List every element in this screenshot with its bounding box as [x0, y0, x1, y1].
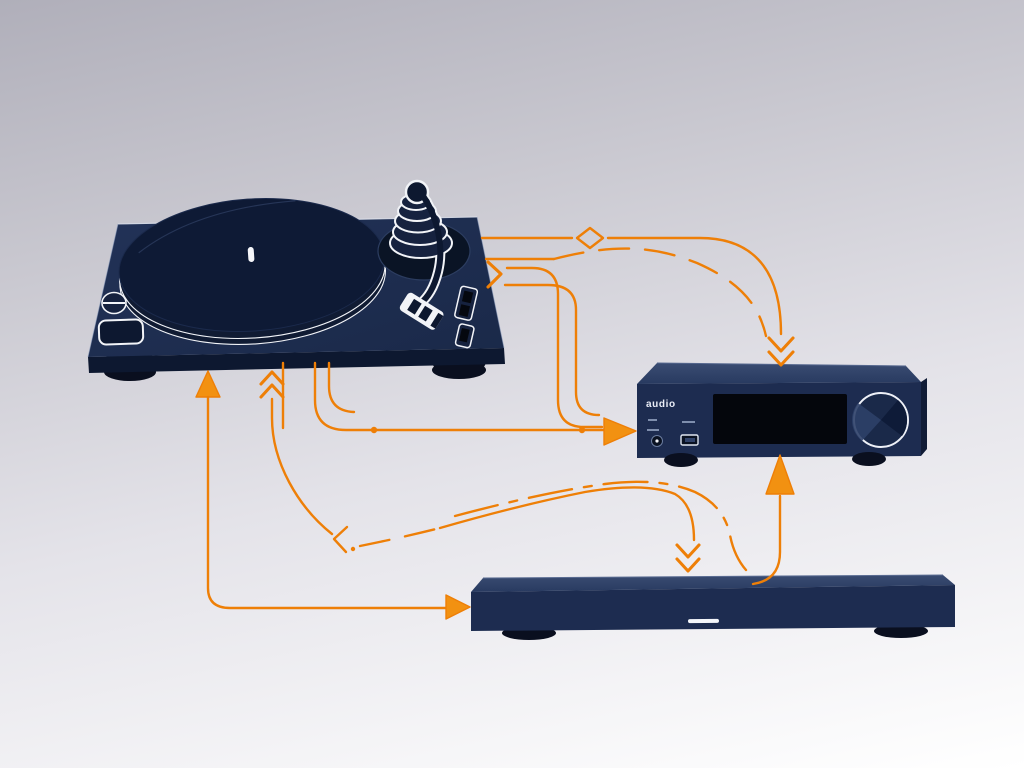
receiver-right-side — [921, 378, 927, 456]
power-button-dot — [655, 439, 659, 443]
turntable-right-foot-base — [432, 361, 486, 379]
signal-line-i-sweep — [438, 486, 696, 542]
receiver-right-foot — [852, 452, 886, 466]
signal-line-i-dash — [358, 526, 442, 548]
soundbar-top-face — [471, 575, 955, 592]
chevron-left-icon — [332, 525, 349, 554]
diamond-node — [575, 226, 605, 250]
receiver-brand-label: audio — [646, 399, 676, 410]
volume-knob-shadow — [881, 400, 908, 436]
start-stop-button — [97, 318, 145, 346]
headshell-tip — [430, 312, 444, 329]
chevron-down-icon — [675, 543, 701, 559]
headshell-slot-1 — [407, 298, 422, 315]
signal-line-c — [505, 266, 604, 429]
arrow-up-into-turntable — [195, 370, 221, 398]
signal-line-b-dashed-curve — [552, 247, 768, 338]
turntable-switches-right — [454, 285, 479, 349]
receiver-top-face — [637, 363, 921, 384]
signal-line-j — [751, 494, 782, 586]
soundbar-front-face — [471, 585, 955, 631]
chevron-down-icon — [675, 557, 701, 573]
chevron-right-icon — [486, 260, 503, 289]
tonearm-tube — [417, 193, 444, 307]
signal-line-h — [206, 395, 448, 610]
chevron-up-icon — [259, 383, 285, 399]
signal-line-d — [503, 283, 601, 417]
soundbar-status-light — [688, 618, 719, 624]
platter-group — [118, 198, 387, 346]
arrow-up-into-receiver — [765, 454, 795, 495]
soundbar-illustration — [471, 574, 955, 640]
pitch-switch-slot-1 — [461, 290, 474, 304]
receiver-left-foot — [664, 453, 698, 467]
line-node-dot — [370, 426, 378, 434]
platter-spindle — [247, 247, 255, 263]
display-panel — [713, 394, 847, 444]
signal-line-a-curve — [606, 236, 783, 336]
turntable-plinth-front-face — [88, 348, 505, 373]
line-node-dot — [350, 546, 356, 552]
tonearm-headshell — [399, 292, 444, 330]
signal-line-i-down — [270, 397, 334, 536]
micro-label-2 — [647, 429, 659, 431]
plinth-left-edge-highlight — [87, 223, 119, 358]
turntable-controls-left — [97, 291, 145, 346]
receiver-illustration: audio — [637, 362, 927, 467]
soundbar-top-edge — [482, 574, 944, 579]
chevron-down-icon — [767, 336, 795, 353]
signal-flow-lines — [195, 226, 795, 620]
signal-line-e — [313, 361, 606, 432]
turntable-illustration — [87, 179, 505, 381]
chevron-down-icon — [767, 350, 795, 367]
volume-knob-sheen — [851, 403, 881, 441]
micro-label-1 — [648, 419, 657, 421]
signal-stub-f — [327, 361, 356, 414]
pitch-switch-slot-3 — [459, 327, 470, 343]
signal-line-parallel-ribbon — [453, 480, 748, 572]
micro-label-3 — [682, 421, 695, 423]
tonearm-assembly — [377, 179, 471, 330]
usb-port-slot — [685, 438, 695, 442]
line-node-dot — [578, 426, 586, 434]
arrow-into-soundbar-left — [445, 594, 471, 620]
chevron-up-icon — [259, 370, 285, 386]
pitch-switch-slot-2 — [458, 304, 471, 317]
headshell-slot-2 — [418, 305, 433, 322]
platter-highlight-arc — [138, 200, 296, 254]
arrow-into-receiver-left — [603, 417, 637, 446]
